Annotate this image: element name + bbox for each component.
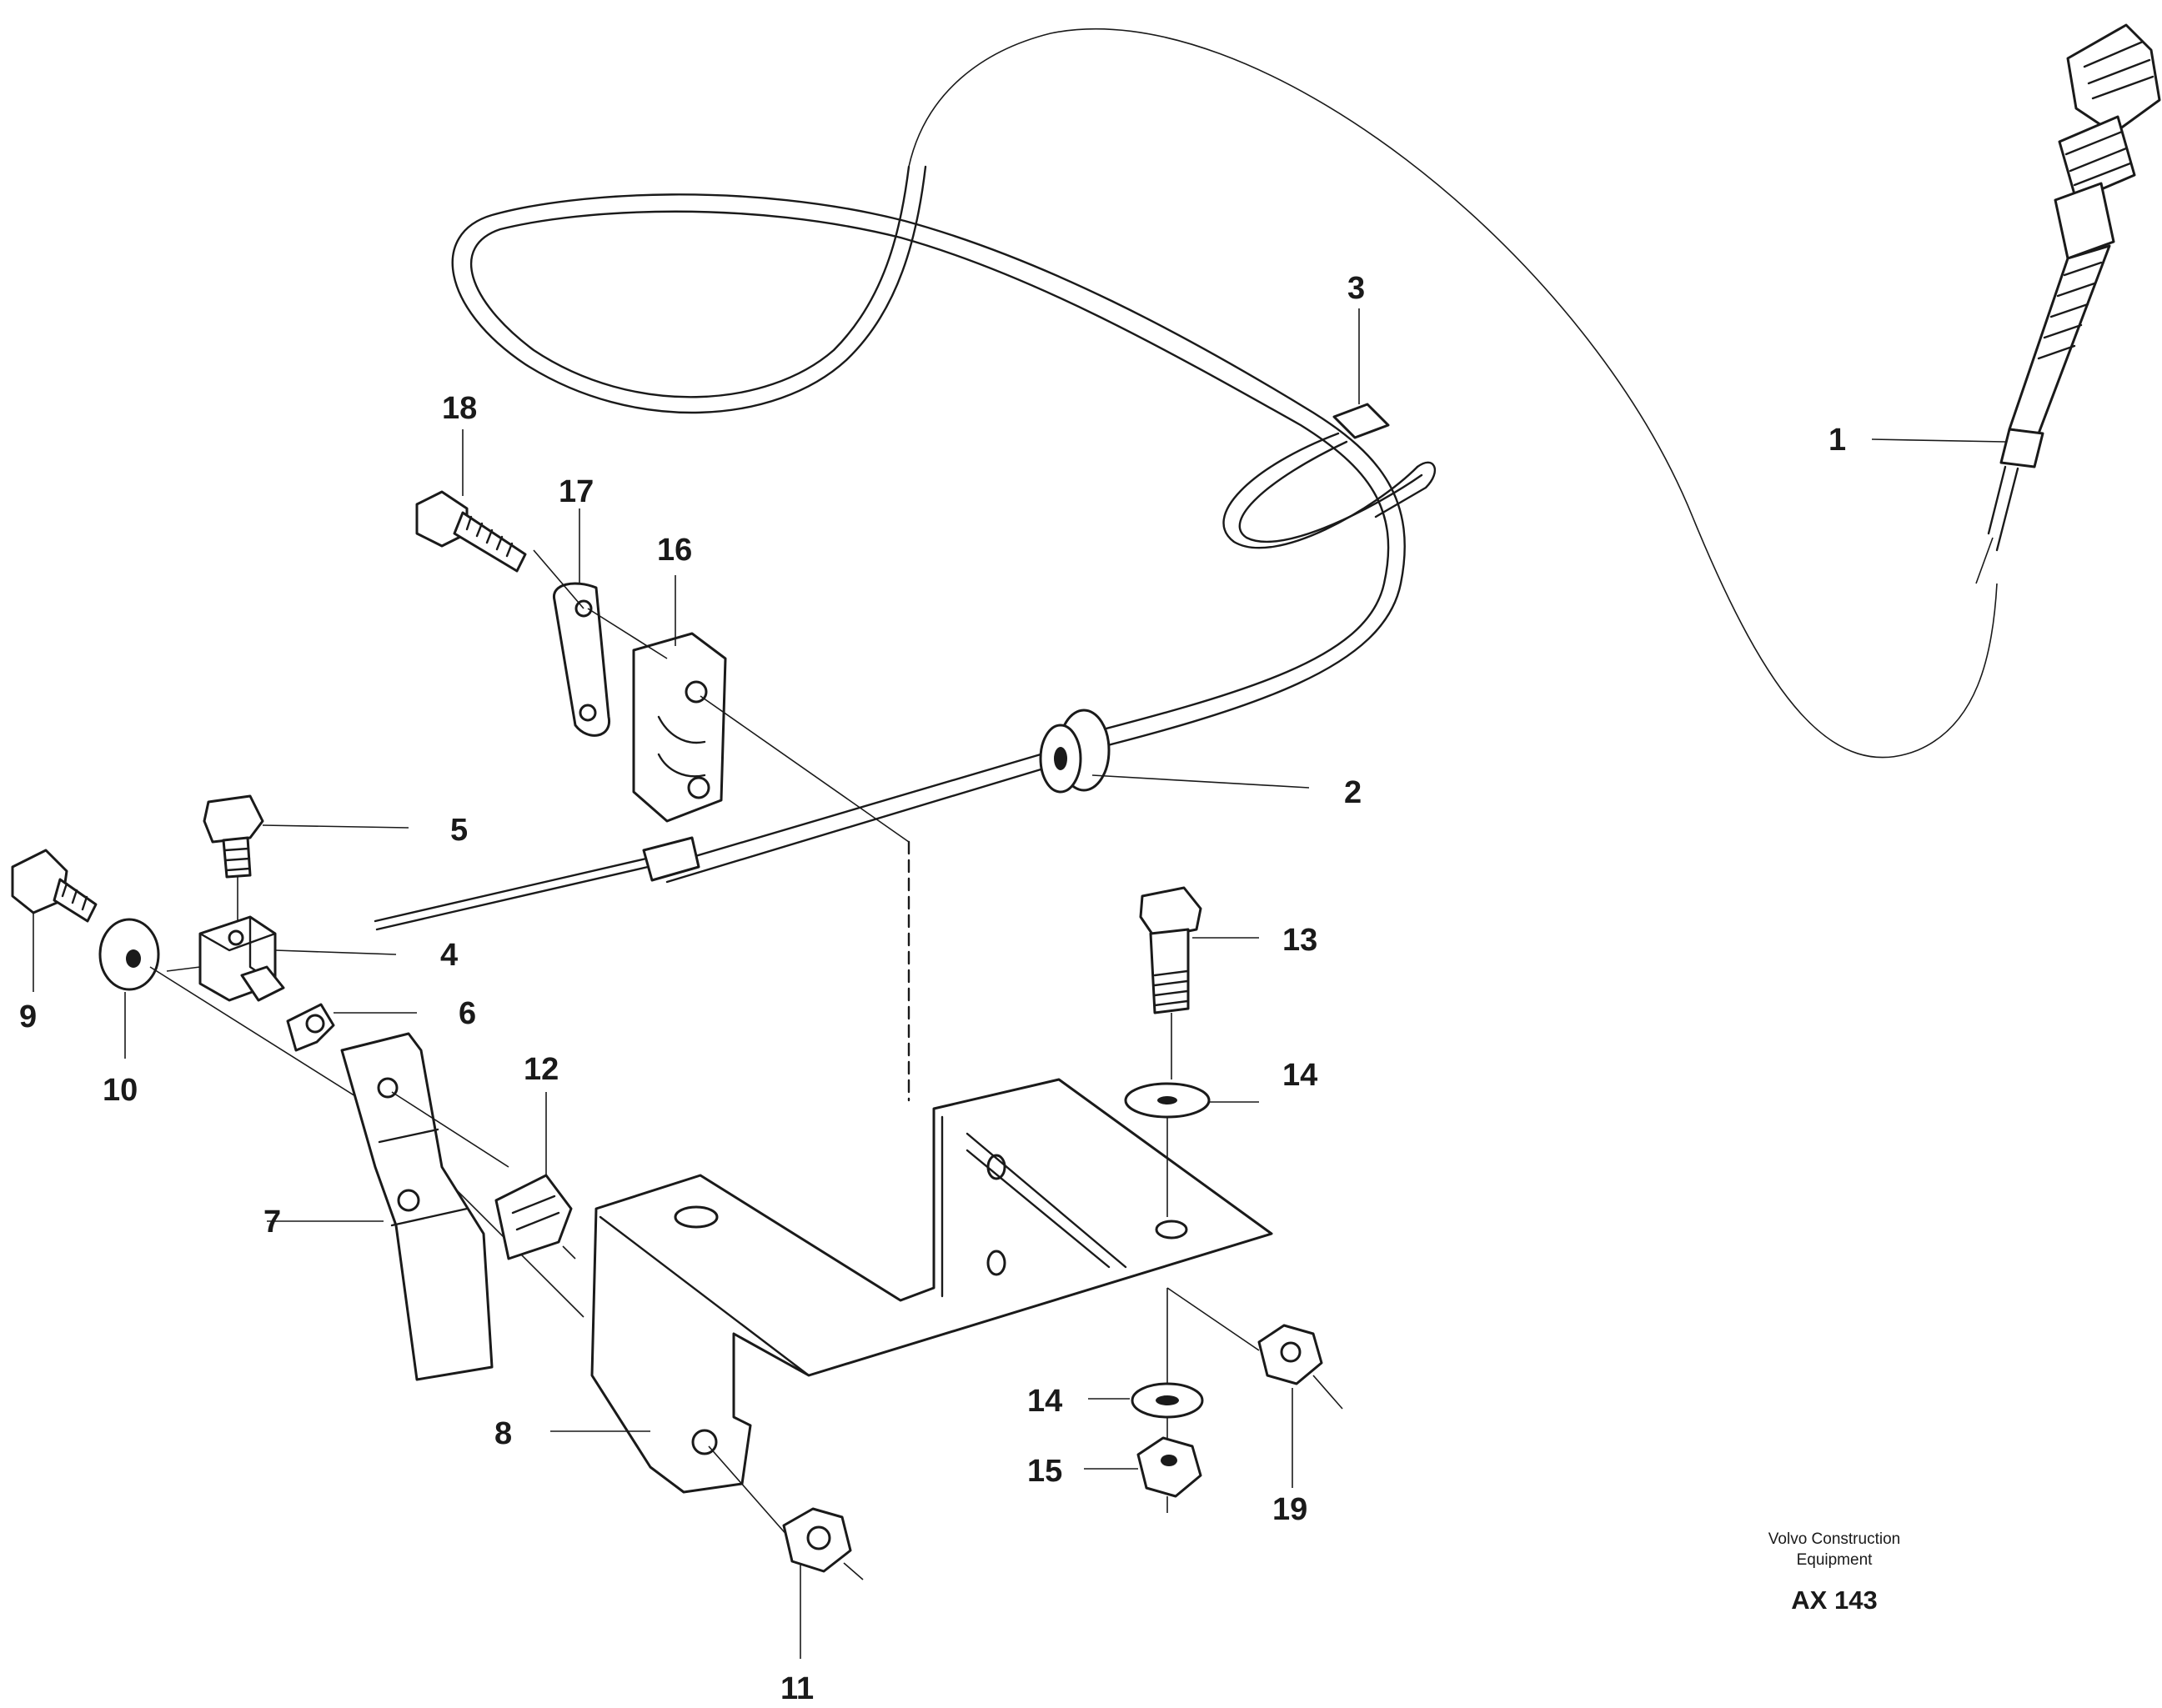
spring-clip-12	[494, 1092, 576, 1260]
publisher-block: Volvo Construction Equipment AX 143	[1768, 1530, 1900, 1615]
callout-19: 19	[1272, 1492, 1307, 1527]
clamp-16	[587, 575, 910, 1102]
callout-9: 9	[19, 999, 37, 1034]
control-knob	[1871, 23, 2161, 584]
callout-16: 16	[657, 533, 692, 568]
callout-18: 18	[442, 391, 477, 426]
publisher-subtitle: Equipment	[1797, 1551, 1874, 1569]
washer-14-lower	[1088, 1288, 1204, 1419]
callout-15: 15	[1027, 1454, 1062, 1489]
callout-5: 5	[450, 813, 468, 848]
callout-12: 12	[524, 1052, 559, 1087]
bolt-18	[415, 429, 527, 573]
callout-17: 17	[559, 474, 594, 509]
callout-1: 1	[1828, 423, 1846, 458]
callout-labels: 1 2 3 4 5 6 7 8 9 10 11 12 13 14 14 15 1…	[19, 271, 1846, 1706]
callout-2: 2	[1344, 775, 1362, 810]
bolt-13	[1139, 886, 1259, 1079]
callout-10: 10	[103, 1073, 138, 1108]
callout-14-lower: 14	[1027, 1384, 1062, 1419]
callout-14-upper: 14	[1282, 1058, 1317, 1093]
control-cable	[374, 28, 1998, 931]
nut-19	[1166, 1287, 1343, 1488]
bracket-8	[550, 1078, 1273, 1551]
callout-11: 11	[780, 1671, 814, 1706]
bolt-5	[203, 794, 409, 934]
callout-3: 3	[1347, 271, 1365, 306]
figure-code: AX 143	[1791, 1585, 1877, 1615]
clip-17	[533, 508, 610, 737]
connector-4	[166, 915, 397, 1002]
cable-tie	[1222, 308, 1436, 549]
nipple-6	[286, 1003, 417, 1052]
nut-11	[782, 1507, 864, 1659]
callout-4: 4	[440, 938, 458, 973]
callout-6: 6	[459, 996, 476, 1031]
washer-14-upper	[1124, 1082, 1259, 1217]
callout-7: 7	[263, 1205, 281, 1240]
callout-13: 13	[1282, 923, 1317, 958]
lever-7	[267, 1032, 509, 1381]
publisher-name: Volvo Construction	[1768, 1530, 1900, 1548]
nut-15	[1084, 1417, 1202, 1513]
bolt-9	[11, 849, 98, 992]
callout-8: 8	[494, 1416, 512, 1451]
